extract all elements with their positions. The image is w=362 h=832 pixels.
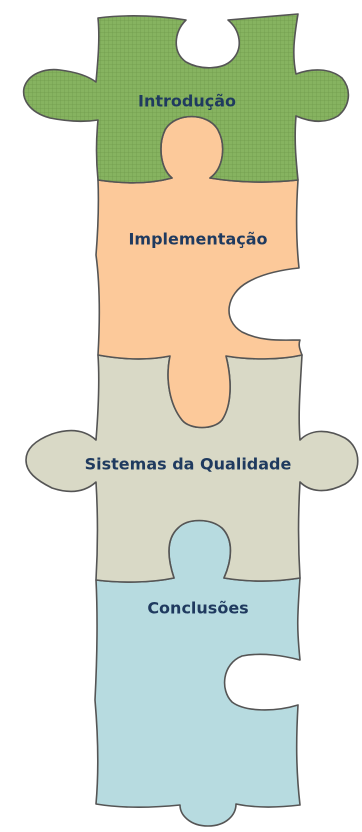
label-sistemas: Sistemas da Qualidade [85, 455, 292, 474]
label-introducao: Introdução [138, 92, 236, 111]
puzzle-piece-introducao [22, 13, 350, 184]
label-conclusoes: Conclusões [147, 599, 248, 618]
label-implementacao: Implementação [128, 230, 267, 249]
